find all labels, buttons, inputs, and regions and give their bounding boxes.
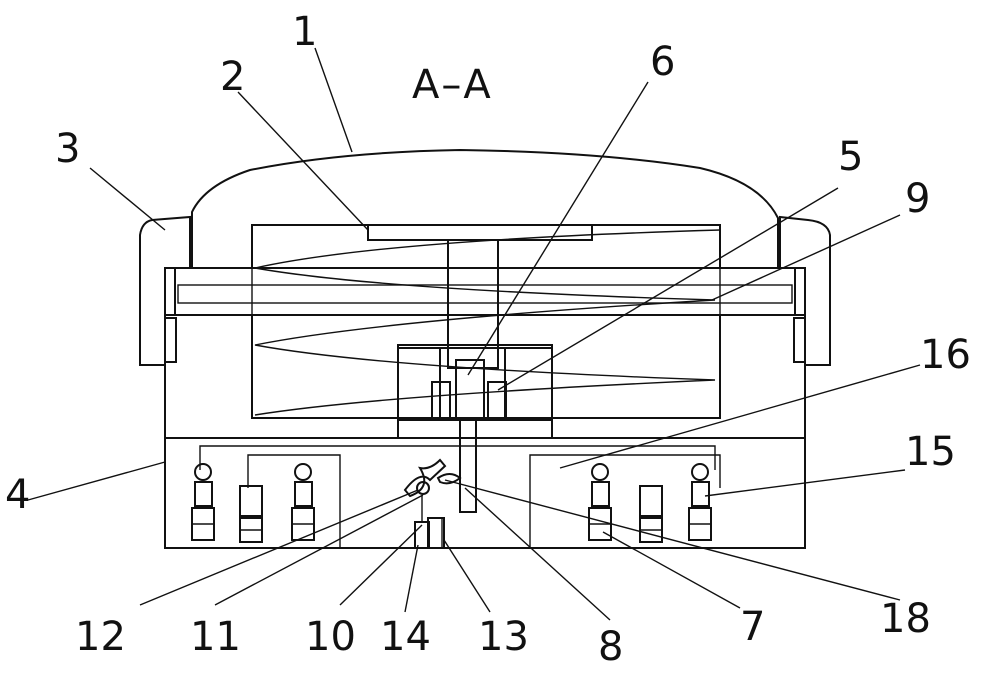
- section-title: A–A: [412, 62, 493, 108]
- callout-15: 15: [905, 429, 956, 475]
- leader-lines: [27, 47, 921, 621]
- callout-4: 4: [5, 472, 30, 518]
- callout-3: 3: [55, 126, 80, 172]
- callout-14: 14: [380, 614, 431, 660]
- callout-10: 10: [305, 614, 356, 660]
- callout-13: 13: [478, 614, 529, 660]
- left-spring-set: [191, 463, 315, 543]
- callout-18: 18: [880, 596, 931, 642]
- callout-labels: 1 2 3 4 5 6 7 8 9 10 11 12 13 14 15 16 1…: [5, 9, 971, 670]
- callout-12: 12: [75, 614, 126, 660]
- callout-2: 2: [220, 54, 245, 100]
- callout-11: 11: [190, 614, 241, 660]
- callout-6: 6: [650, 39, 675, 85]
- callout-16: 16: [920, 332, 971, 378]
- callout-7: 7: [740, 604, 765, 650]
- callout-5: 5: [838, 134, 863, 180]
- callout-1: 1: [292, 9, 317, 55]
- dome-cover: [191, 148, 779, 269]
- base-box: [164, 437, 806, 549]
- callout-9: 9: [905, 176, 930, 222]
- spiral-spring: [251, 224, 721, 419]
- right-spring-set: [588, 463, 712, 543]
- callout-8: 8: [598, 624, 623, 670]
- central-mechanism: [403, 419, 477, 549]
